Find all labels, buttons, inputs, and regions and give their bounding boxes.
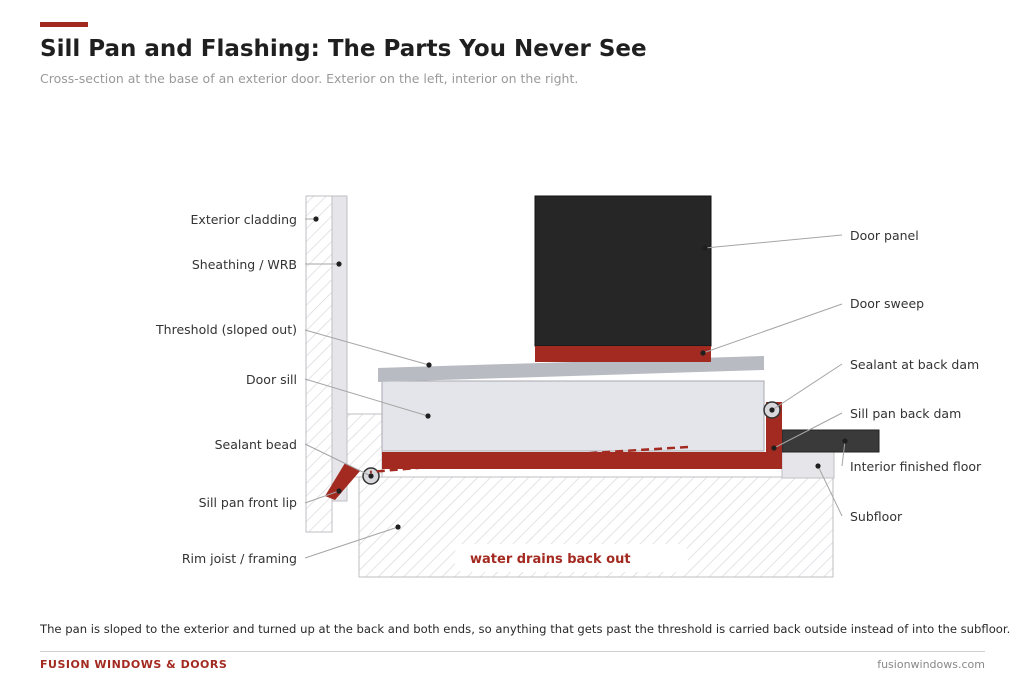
dot-sheathing — [336, 261, 342, 267]
page-title: Sill Pan and Flashing: The Parts You Nev… — [40, 36, 647, 62]
dot-back-dam — [771, 445, 777, 451]
footer-divider — [40, 651, 985, 652]
leader-rim-joist — [304, 526, 399, 559]
threshold — [378, 356, 764, 382]
interior-finished-floor — [781, 429, 880, 453]
label-door-panel: Door panel — [850, 228, 919, 243]
leader-subfloor — [817, 465, 843, 517]
door-sill — [381, 380, 765, 452]
label-threshold: Threshold (sloped out) — [155, 322, 297, 337]
dot-subfloor — [815, 463, 821, 469]
dot-sealant-bead — [368, 473, 374, 479]
dot-door-panel — [702, 245, 708, 251]
label-door-sill: Door sill — [246, 372, 297, 387]
sill-pan-front-lip — [325, 463, 360, 500]
dot-rim-joist — [395, 524, 401, 530]
dot-threshold — [426, 362, 432, 368]
subfloor — [781, 451, 835, 479]
water-drain-path-lower — [369, 451, 593, 474]
water-drain-path — [591, 445, 689, 455]
label-exterior-cladding: Exterior cladding — [191, 212, 297, 227]
exterior-cladding — [305, 195, 333, 533]
door-panel — [534, 195, 712, 347]
label-sill-pan-front-lip: Sill pan front lip — [199, 495, 297, 510]
caption: The pan is sloped to the exterior and tu… — [40, 622, 1011, 636]
leader-back-dam — [773, 412, 843, 449]
label-door-sweep: Door sweep — [850, 296, 924, 311]
footer-website-link[interactable]: fusionwindows.com — [877, 658, 985, 671]
dot-exterior-cladding — [313, 216, 319, 222]
label-sealant-back-dam: Sealant at back dam — [850, 357, 979, 372]
dot-door-sweep — [700, 350, 706, 356]
accent-bar — [40, 22, 88, 27]
label-subfloor: Subfloor — [850, 509, 903, 524]
door-sweep — [535, 346, 711, 362]
leader-front-lip — [304, 490, 340, 504]
callout-pill — [455, 544, 688, 572]
label-sealant-bead: Sealant bead — [215, 437, 297, 452]
dot-door-sill — [425, 413, 431, 419]
leader-sealant-bead — [304, 443, 372, 477]
leader-threshold — [304, 329, 430, 366]
label-interior-floor: Interior finished floor — [850, 459, 982, 474]
leader-interior-floor — [841, 440, 846, 467]
sheathing-wrb — [331, 195, 348, 502]
leader-door-sill — [304, 378, 429, 417]
label-rim-joist: Rim joist / framing — [182, 551, 297, 566]
dot-front-lip — [336, 488, 342, 494]
sill-pan — [382, 402, 782, 469]
leader-sealant-back-dam — [771, 363, 843, 411]
dot-interior-floor — [842, 438, 848, 444]
callout-text: water drains back out — [470, 552, 631, 567]
label-sill-pan-back-dam: Sill pan back dam — [850, 406, 961, 421]
leader-door-sweep — [702, 303, 843, 354]
footer-brand: FUSION WINDOWS & DOORS — [40, 658, 228, 671]
dot-sealant-back-dam — [769, 407, 775, 413]
label-sheathing-wrb: Sheathing / WRB — [192, 257, 297, 272]
leader-door-panel — [704, 234, 843, 249]
page-subtitle: Cross-section at the base of an exterior… — [40, 71, 579, 86]
